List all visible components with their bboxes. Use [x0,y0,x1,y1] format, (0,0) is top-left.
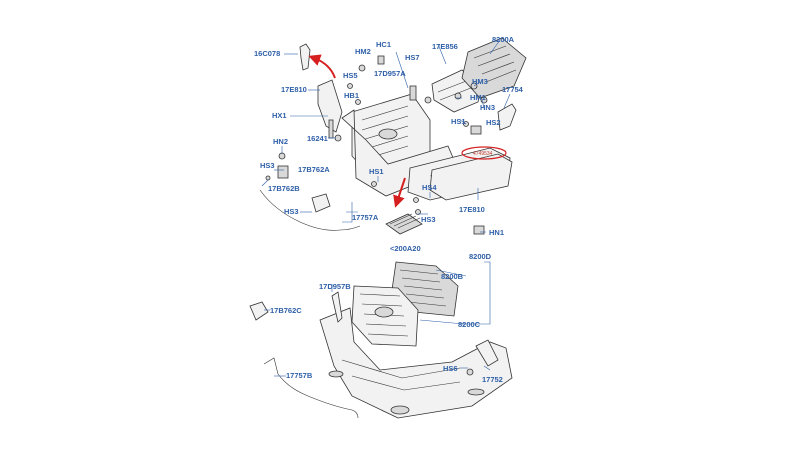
callout-hx1: HX1 [272,111,287,120]
lower-bumper [319,307,513,419]
red-arrow-upper [308,54,336,79]
callout-hs1-upper: HS1 [451,117,466,126]
callout-hm3: HM3 [472,77,488,86]
bracket-17b762b [311,193,331,213]
callout-hs3-left: HS3 [260,161,275,170]
callout-hs3-mid: HS3 [284,207,299,216]
callout-16c078: 16C078 [254,49,280,58]
fastener-hs6 [466,368,474,376]
callout-8200a: 8200A [492,35,515,44]
side-moulding-right [429,153,513,201]
callout-17d957a: 17D957A [374,69,406,78]
callout-16241: 16241 [307,134,328,143]
callout-200a20: <200A20 [390,244,421,253]
callout-hn2: HN2 [273,137,288,146]
bracket-16c078 [299,43,311,71]
callout-17e856: 17E856 [432,42,458,51]
callout-17757b: 17757B [286,371,313,380]
wire-harness-a [259,189,361,231]
callout-hs4: HS4 [422,183,437,192]
callout-8200d: 8200D [469,252,492,261]
callout-8200c: 8200C [458,320,481,329]
red-arrow-lower [393,177,406,208]
callout-17d957b: 17D957B [319,282,351,291]
leader-lines [261,39,511,377]
callout-hc1: HC1 [376,40,391,49]
callout-17e810-upper: 17E810 [281,85,307,94]
small-grille-200a20 [385,213,423,235]
callout-hs5: HS5 [343,71,358,80]
callout-17752: 17752 [482,375,503,384]
callout-hs6: HS6 [443,364,458,373]
callout-labels: 16C078 HM2 HC1 HS7 17E856 8200A HS5 17D9… [254,35,524,384]
callout-hn1: HN1 [489,228,504,237]
callout-17754: 17754 [502,85,524,94]
callout-17b762b: 17B762B [268,184,300,193]
highlight-label: 4749534 [473,151,493,157]
bracket-17754 [497,103,517,131]
callout-17757a: 17757A [352,213,379,222]
callout-hs3-right: HS3 [421,215,436,224]
callout-17b762a: 17B762A [298,165,330,174]
wire-harness-b [263,357,359,419]
callout-hs7: HS7 [405,53,420,62]
callout-hs2: HS2 [486,118,501,127]
callout-hn3: HN3 [480,103,495,112]
callout-hm2: HM2 [355,47,371,56]
side-moulding-left [317,79,343,133]
callout-17b762c: 17B762C [270,306,302,315]
callout-8200b: 8200B [441,272,464,281]
callout-hb1: HB1 [344,91,359,100]
highlight-oval [461,146,507,160]
callout-hm1: HM1 [470,93,486,102]
bracket-17752 [475,339,499,367]
bracket-17b762c [249,301,269,321]
callout-hs1-lower: HS1 [369,167,384,176]
callout-17e810-lower: 17E810 [459,205,485,214]
piece-17d957b [331,291,343,323]
